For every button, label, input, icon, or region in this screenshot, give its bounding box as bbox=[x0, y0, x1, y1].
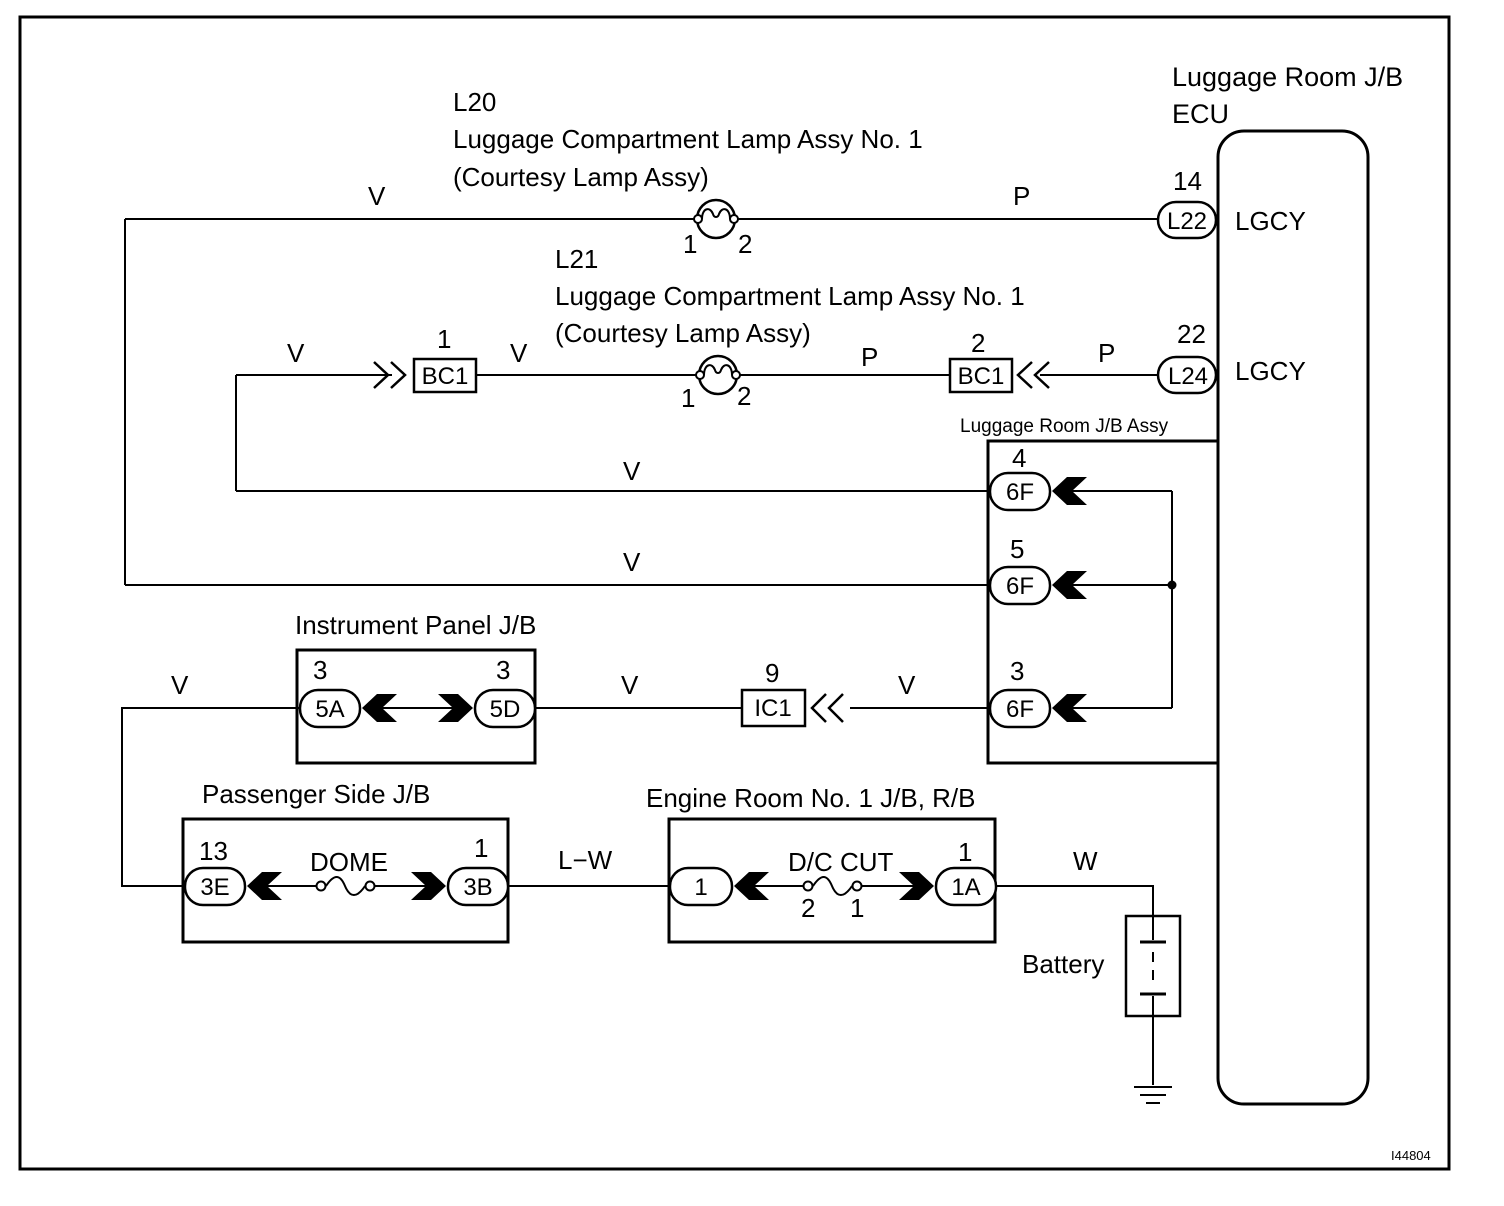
passenger-jb-right-number: 1 bbox=[474, 833, 488, 863]
bc1-left-connector bbox=[412, 357, 478, 394]
passenger-jb-chevron-left-icon bbox=[247, 872, 282, 900]
figure-id: I44804 bbox=[1391, 1148, 1431, 1163]
passenger-jb-connector-left-label: 3E bbox=[200, 874, 229, 901]
passenger-jb-chevron-right-icon bbox=[411, 872, 446, 900]
luggage-jb-assy-title: Luggage Room J/B Assy bbox=[960, 416, 1169, 437]
wire-mid-left-color: V bbox=[287, 338, 305, 368]
battery-icon bbox=[1124, 914, 1182, 1018]
dome-fuse-icon bbox=[315, 876, 376, 896]
bc1-right-connector bbox=[948, 357, 1014, 394]
jb-bus-junction-dot bbox=[1167, 580, 1177, 590]
lamp-l20-name: Luggage Compartment Lamp Assy No. 1 bbox=[453, 124, 923, 154]
bc1-left-chevron-icon bbox=[373, 361, 407, 389]
ecu-signal-mid: LGCY bbox=[1235, 356, 1306, 386]
bc1-right-pin: 2 bbox=[971, 328, 985, 358]
jb-assy-pin-a-number: 4 bbox=[1012, 443, 1026, 473]
lamp-l21-pin2: 2 bbox=[737, 381, 751, 411]
ip-jb-left-number: 3 bbox=[313, 655, 327, 685]
ic1-pin: 9 bbox=[765, 658, 779, 688]
passenger-jb-connector-right-label: 3B bbox=[463, 874, 492, 901]
ic1-label: IC1 bbox=[754, 695, 791, 722]
wire-mid-bc1-color: V bbox=[510, 338, 528, 368]
jb-assy-connector-a-label: 6F bbox=[1006, 479, 1034, 506]
lamp-l21-name: Luggage Compartment Lamp Assy No. 1 bbox=[555, 281, 1025, 311]
wire-battery bbox=[996, 885, 1154, 916]
lamp-l20-pin2: 2 bbox=[738, 229, 752, 259]
diagram-frame bbox=[18, 15, 1451, 1171]
passenger-jb-fuse-label: DOME bbox=[310, 847, 388, 877]
ecu-connector-l24-label: L24 bbox=[1168, 363, 1208, 390]
engine-jb-chevron-left-icon bbox=[734, 872, 769, 900]
ecu-pin-top-number: 14 bbox=[1173, 166, 1202, 196]
ip-jb-connector-left-label: 5A bbox=[315, 696, 344, 723]
ip-jb-connector-right bbox=[473, 688, 537, 729]
dc-cut-fuse-icon bbox=[802, 876, 863, 896]
wire-top-left-color: V bbox=[368, 181, 386, 211]
wire-ic1-right-color: V bbox=[898, 670, 916, 700]
engine-jb-connector-left-label: 1 bbox=[694, 874, 707, 901]
bc1-left-pin: 1 bbox=[437, 324, 451, 354]
lamp-l20-pin1: 1 bbox=[683, 229, 697, 259]
wire-ip-to-passenger bbox=[121, 707, 300, 887]
ic1-connector bbox=[740, 688, 807, 728]
ip-jb-connector-right-label: 5D bbox=[490, 696, 521, 723]
wire-top-right-color: P bbox=[1013, 181, 1030, 211]
lamp-l21-pin1: 1 bbox=[681, 383, 695, 413]
ip-jb-chevron-left-icon bbox=[362, 694, 397, 722]
ip-jb-title: Instrument Panel J/B bbox=[295, 610, 536, 640]
jb-assy-chevron-b-icon bbox=[1052, 571, 1087, 599]
jb-assy-connector-b bbox=[988, 565, 1052, 606]
ic1-chevron-icon bbox=[810, 693, 844, 723]
lamp-l20-code: L20 bbox=[453, 87, 496, 117]
passenger-jb-left-number: 13 bbox=[199, 836, 228, 866]
engine-jb-connector-right-label: 1A bbox=[951, 874, 980, 901]
engine-jb-fuse-label: D/C CUT bbox=[788, 847, 894, 877]
jb-assy-pin-c-number: 3 bbox=[1010, 656, 1024, 686]
engine-jb-title: Engine Room No. 1 J/B, R/B bbox=[646, 783, 975, 813]
jb-assy-pin-b-number: 5 bbox=[1010, 534, 1024, 564]
ecu-pin-mid-number: 22 bbox=[1177, 319, 1206, 349]
bc1-left-label: BC1 bbox=[422, 363, 469, 390]
ecu-signal-top: LGCY bbox=[1235, 206, 1306, 236]
ecu-connector-l22-label: L22 bbox=[1167, 208, 1207, 235]
bc1-right-label: BC1 bbox=[958, 363, 1005, 390]
passenger-jb-connector-left bbox=[183, 866, 247, 907]
ip-jb-right-number: 3 bbox=[496, 655, 510, 685]
jb-assy-connector-c-label: 6F bbox=[1006, 696, 1034, 723]
lamp-l20-alt: (Courtesy Lamp Assy) bbox=[453, 162, 709, 192]
bc1-right-chevron-icon bbox=[1016, 361, 1050, 389]
lamp-l21-bulb-icon bbox=[695, 354, 741, 396]
engine-jb-fuse-pin2: 2 bbox=[801, 893, 815, 923]
wire-ip-left-color: V bbox=[171, 670, 189, 700]
passenger-jb-title: Passenger Side J/B bbox=[202, 779, 430, 809]
jb-assy-chevron-a-icon bbox=[1052, 477, 1087, 505]
ground-icon bbox=[1134, 1086, 1172, 1104]
luggage-jb-assy-outline bbox=[986, 439, 1218, 765]
wire-battery-color: W bbox=[1073, 846, 1098, 876]
engine-jb-chevron-right-icon bbox=[899, 872, 934, 900]
lamp-l21-code: L21 bbox=[555, 244, 598, 274]
battery-label: Battery bbox=[1022, 949, 1104, 979]
ip-jb-chevron-right-icon bbox=[438, 694, 473, 722]
engine-jb-right-number: 1 bbox=[958, 837, 972, 867]
ecu-title-line2: ECU bbox=[1172, 99, 1229, 129]
wire-mid-p1-color: P bbox=[861, 342, 878, 372]
wire-lw-color: L−W bbox=[558, 845, 613, 875]
ecu-title-line1: Luggage Room J/B bbox=[1172, 62, 1403, 92]
jb-assy-chevron-c-icon bbox=[1052, 694, 1087, 722]
lamp-l20-bulb-icon bbox=[693, 198, 739, 240]
lamp-l21-alt: (Courtesy Lamp Assy) bbox=[555, 318, 811, 348]
wire-row-5f-color: V bbox=[623, 547, 641, 577]
jb-assy-connector-b-label: 6F bbox=[1006, 573, 1034, 600]
wire-ip-mid-color: V bbox=[621, 670, 639, 700]
ecu-body bbox=[1216, 129, 1370, 1106]
engine-jb-connector-left bbox=[668, 866, 734, 907]
jb-assy-connector-a bbox=[988, 471, 1052, 512]
wire-mid-p2-color: P bbox=[1098, 338, 1115, 368]
engine-jb-fuse-pin1: 1 bbox=[850, 893, 864, 923]
wire-row-4f-color: V bbox=[623, 456, 641, 486]
